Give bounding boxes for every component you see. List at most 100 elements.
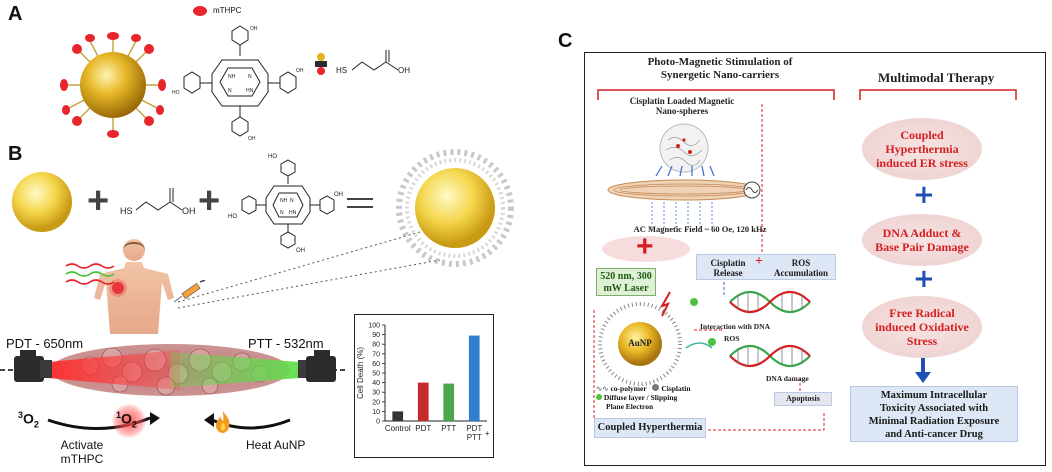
laser-spec-box: 520 nm, 300 mW Laser (596, 268, 656, 296)
equals-sign (347, 198, 373, 200)
result-line-1: Maximum Intracellular (880, 390, 988, 401)
chart-y-tick-label: 30 (372, 390, 380, 397)
activate-line-1: Activate (60, 438, 104, 452)
n-label-b2: N (280, 210, 284, 216)
laser-device-icon-right (298, 350, 336, 382)
dna-helix-top (729, 290, 811, 314)
panel-c-right-title: Multimodal Therapy (878, 70, 995, 85)
chart-y-tick-label: 50 (372, 371, 380, 378)
therapy3-line-1: Free Radical (889, 306, 955, 320)
mthpc-structure-b: HO OH HO OH NH N N HN (228, 154, 343, 254)
chart-y-tick-label: 60 (372, 361, 380, 368)
magnetic-coil-illustration (607, 123, 761, 230)
coupled-hyperthermia-box: Coupled Hyperthermia (594, 418, 706, 438)
plus-sign-1: + (87, 180, 110, 222)
oh-label-a-left: HO (172, 90, 180, 96)
ros-label: ROS (724, 334, 740, 343)
ho-label-b-left: HO (228, 214, 237, 220)
panel-a-letter: A (8, 3, 23, 25)
release-plus: + (755, 254, 763, 269)
n-label-b1: N (290, 198, 294, 204)
equals-sign-lower (347, 206, 373, 208)
result-line-2: Toxicity Associated with (879, 403, 989, 414)
chart-y-tick-label: 10 (372, 409, 380, 416)
singlet-oxygen-superscript: 1 (116, 410, 122, 420)
legend-row-1: ∿∿ co-polymer Cisplatin (596, 384, 691, 393)
chart-x-tick-label: Control (385, 424, 411, 433)
chart-y-tick-label: 90 (372, 332, 380, 339)
chart-x-tick-label: PDT (466, 424, 482, 433)
nh-label-a1: NH (228, 74, 236, 80)
chart-x-tick-label: PDT (415, 424, 431, 433)
chart-bar-1 (417, 382, 429, 421)
release-line-1: Cisplatin (710, 258, 746, 268)
result-line-4: and Anti-cancer Drug (885, 429, 983, 440)
diffuse-legend-icon (596, 394, 602, 400)
pdt-wavelength-label: PDT - 650nm (6, 336, 84, 351)
chart-bar-3 (468, 335, 480, 421)
hs-label-b: HS (120, 206, 133, 216)
left-title-line-1: Photo-Magnetic Stimulation of (647, 56, 793, 68)
result-box: Maximum Intracellular Toxicity Associate… (850, 386, 1018, 442)
singlet-state-oxygen: 1O2 (116, 410, 137, 429)
therapy-plus-1: + (913, 180, 935, 210)
n-label-a2: N (248, 74, 252, 80)
interaction-label: Interaction with DNA (700, 322, 770, 331)
chart-y-tick-label: 40 (372, 380, 380, 387)
activate-line-2: mTHPC (60, 452, 104, 466)
aunp-label: AuNP (628, 338, 652, 348)
chart-bar-2 (443, 383, 455, 421)
singlet-oxygen-subscript: 2 (131, 419, 137, 430)
therapy-plus-2: + (913, 264, 935, 294)
therapy3-line-2: induced Oxidative (875, 320, 969, 334)
nh-label-b: NH (280, 198, 288, 204)
laser-device-icon-left (14, 350, 52, 382)
ground-oxygen-superscript: 3 (18, 410, 24, 420)
oh-label-a-right: OH (296, 68, 304, 74)
therapy2-line-1: DNA Adduct & (882, 226, 962, 240)
oh-label-a-top: OH (250, 26, 258, 32)
section-brackets (597, 89, 1017, 100)
release-text: Cisplatin Release (703, 258, 753, 278)
gold-nanoparticle-mthpc-diagram (60, 32, 166, 138)
hs-label-a: HS (336, 66, 347, 75)
chart-y-tick-label: 100 (368, 323, 380, 330)
gold-nanoparticle-b (12, 172, 72, 232)
plus-sign-2: + (198, 180, 221, 222)
cisplatin-legend-icon (652, 384, 660, 391)
therapy-oxidative-stress: Free Radical induced Oxidative Stress (862, 296, 982, 358)
ac-field-label: AC Magnetic Field ~ 60 Oe, 120 kHz (633, 224, 767, 234)
oh-label-a-acid: OH (398, 66, 410, 75)
legend-copolymer-text: co-polymer (610, 384, 647, 393)
chart-x-tick-label: + (485, 429, 490, 438)
mercaptopropionic-acid-a: HS OH (336, 50, 410, 75)
accum-line-1: ROS (791, 258, 811, 268)
nanosphere-label-line-2: Nano-spheres (655, 106, 709, 116)
dna-helix-bottom (729, 344, 811, 368)
red-plus-ellipse (602, 236, 690, 262)
flow-dashed-lines (593, 104, 825, 431)
mthpc-legend-dot (193, 6, 207, 16)
therapy1-line-3: induced ER stress (876, 156, 968, 170)
left-title-line-2: Synergetic Nano-carriers (660, 69, 780, 81)
oh-label-b-right: OH (334, 192, 343, 198)
chart-y-tick-label: 80 (372, 342, 380, 349)
panel-b-letter: B (8, 143, 23, 165)
legend-diffuse-line-1: Diffuse layer / Slipping (603, 393, 678, 402)
release-line-2: Release (713, 268, 743, 278)
copolymer-legend-icon: ∿∿ (596, 384, 611, 393)
legend-cisplatin-text: Cisplatin (661, 384, 691, 393)
oh-label-b-acid: OH (182, 206, 196, 216)
therapy-er-stress: Coupled Hyperthermia induced ER stress (862, 118, 982, 180)
aunp-dna-illustration (598, 282, 811, 394)
human-body-icon (94, 239, 174, 334)
nanosphere-label: Cisplatin Loaded Magnetic Nano-spheres (612, 96, 752, 116)
syringe-icon (173, 280, 206, 303)
hn-label-b: HN (289, 210, 297, 216)
therapy2-line-2: Base Pair Damage (875, 240, 969, 254)
singlet-oxygen-symbol: O (121, 410, 132, 427)
n-label-a3: N (228, 88, 232, 94)
dna-damage-label: DNA damage (766, 374, 809, 383)
